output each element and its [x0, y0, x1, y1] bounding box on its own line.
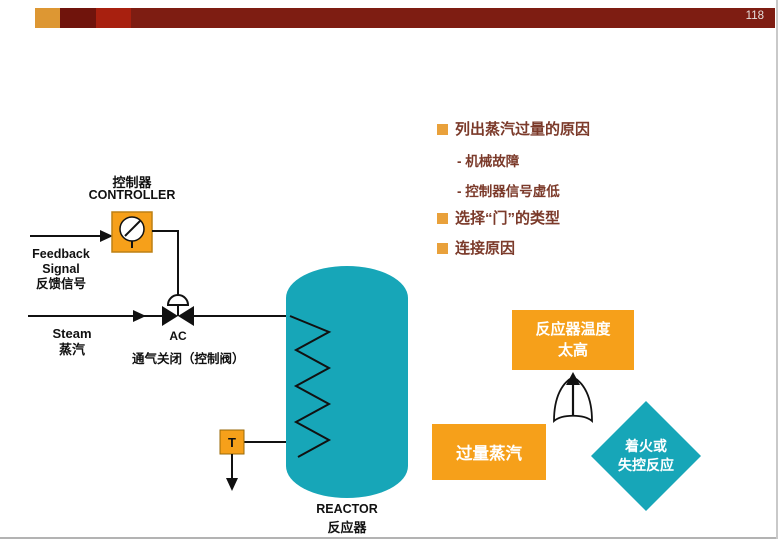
bullet-sub-item: - 机械故障	[457, 154, 520, 169]
page-number: 118	[745, 10, 764, 22]
controller-label-en: CONTROLLER	[88, 188, 176, 202]
cause-box-label: 过量蒸汽	[456, 445, 522, 463]
effect-box-label: 反应器温度 太高	[535, 321, 611, 359]
feedback-label: Feedback Signal 反馈信号	[32, 247, 90, 291]
steam-arrowhead-icon	[133, 310, 146, 322]
steam-label: Steam 蒸汽	[52, 326, 92, 357]
controller-label-cn: 控制器	[112, 175, 152, 190]
bullet-item: 连接原因	[455, 240, 516, 257]
valve-tag-label: AC	[169, 329, 187, 343]
effect-box	[512, 310, 634, 370]
reactor-label-en: REACTOR	[316, 502, 378, 516]
fire-diamond	[591, 401, 701, 511]
reactor-vessel	[286, 266, 408, 498]
temp-sensor-label: T	[228, 435, 236, 450]
accent-block-dark	[60, 8, 96, 28]
bullet-square-icon	[437, 124, 448, 135]
fire-diamond-label: 着火或 失控反应	[618, 438, 674, 473]
slide-right-border	[776, 0, 778, 539]
title-bar	[131, 8, 775, 28]
control-valve-icon	[162, 306, 178, 326]
bullet-item: 选择“门”的类型	[455, 210, 561, 227]
reactor-label-cn: 反应器	[327, 520, 367, 535]
control-signal-line	[152, 230, 179, 296]
bullet-item: 列出蒸汽过量的原因	[455, 121, 591, 138]
valve-description: 通气关闭（控制阀）	[132, 352, 245, 366]
feedback-arrowhead-icon	[100, 230, 113, 242]
slide-bottom-border	[0, 537, 777, 539]
accent-block-orange	[35, 8, 60, 28]
heating-coil	[289, 315, 332, 458]
bullet-sub-item: - 控制器信号虚低	[457, 184, 560, 199]
gate-arrowhead-icon	[566, 372, 580, 385]
drain-arrow-icon	[226, 478, 238, 491]
cause-box	[432, 424, 546, 480]
bullet-square-icon	[437, 213, 448, 224]
accent-block-red	[96, 8, 131, 28]
bullet-square-icon	[437, 243, 448, 254]
valve-actuator-icon	[166, 294, 190, 306]
